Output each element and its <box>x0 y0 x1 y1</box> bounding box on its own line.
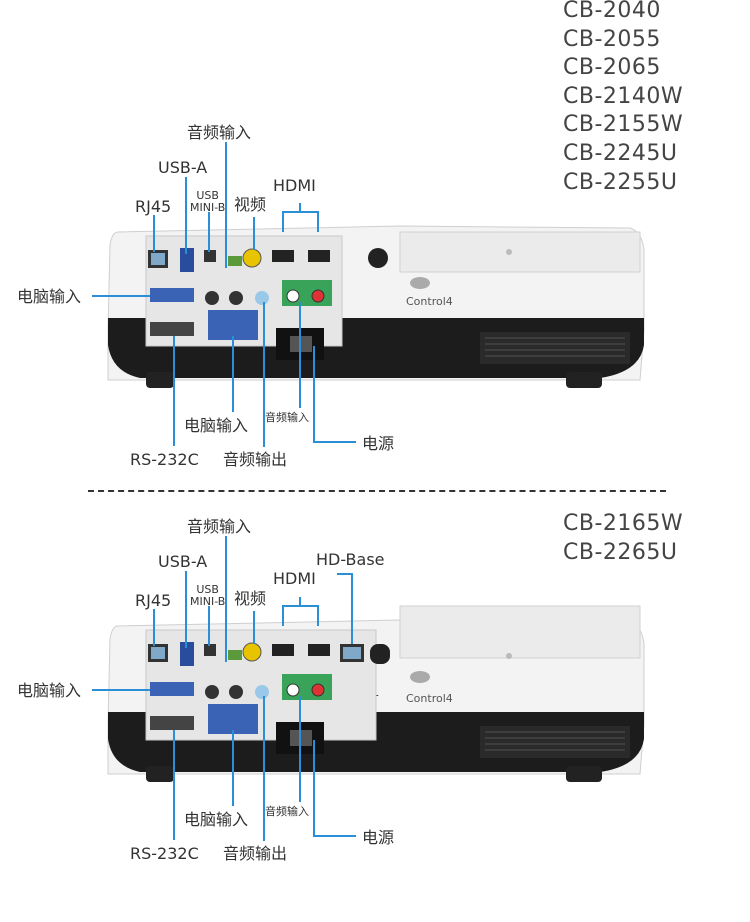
model-name: CB-2065 <box>563 55 661 81</box>
label-computer-input-left: 电脑输入 <box>17 287 82 306</box>
label-computer-input-bottom: 电脑输入 <box>184 416 249 435</box>
model-name: CB-2245U <box>563 140 678 166</box>
label-video: 视频 <box>234 195 267 214</box>
label-usb-mini-b-line2: MINI-B <box>190 595 226 608</box>
section-divider <box>88 490 666 492</box>
svg-text:Control4: Control4 <box>406 692 453 705</box>
label-rj45: RJ45 <box>135 591 172 610</box>
label-audio-input: 音频输入 <box>187 123 252 142</box>
label-usb-mini-b-line1: USB <box>196 583 219 596</box>
label-usb-a: USB-A <box>158 552 208 571</box>
model-name: CB-2155W <box>563 112 684 138</box>
model-list-top: CB-2040 CB-2055 CB-2065 CB-2140W CB-2155… <box>563 0 683 197</box>
model-name: CB-2255U <box>563 169 678 195</box>
label-usb-mini-b: USB MINI-B <box>190 190 225 214</box>
label-usb-mini-b-line2: MINI-B <box>190 201 226 214</box>
label-rs232c: RS-232C <box>130 844 199 863</box>
label-usb-mini-b-line1: USB <box>196 189 219 202</box>
projector-illustration-bottom: Control4 HDBT <box>92 536 645 841</box>
model-name: CB-2265U <box>563 539 678 565</box>
model-name: CB-2165W <box>563 511 684 536</box>
model-name: CB-2055 <box>563 26 661 52</box>
svg-text:Control4: Control4 <box>406 295 453 308</box>
label-audio-input: 音频输入 <box>187 517 252 536</box>
model-name: CB-2040 <box>563 0 661 23</box>
label-power: 电源 <box>362 434 395 453</box>
label-power: 电源 <box>362 828 395 847</box>
label-hd-base: HD-Base <box>316 550 385 569</box>
label-usb-mini-b: USB MINI-B <box>190 584 225 608</box>
label-hdmi: HDMI <box>273 569 316 588</box>
label-computer-input-bottom: 电脑输入 <box>184 810 249 829</box>
label-hdmi: HDMI <box>273 176 316 195</box>
model-name: CB-2140W <box>563 83 684 109</box>
label-usb-a: USB-A <box>158 158 208 177</box>
label-audio-output: 音频输出 <box>223 844 288 863</box>
label-audio-output: 音频输出 <box>223 450 288 469</box>
label-rs232c: RS-232C <box>130 450 199 469</box>
label-video: 视频 <box>234 589 267 608</box>
projector-illustration-top: Control4 <box>92 142 645 447</box>
model-list-bottom: CB-2165W CB-2265U <box>563 510 683 567</box>
label-rj45: RJ45 <box>135 197 172 216</box>
label-computer-input-left: 电脑输入 <box>17 681 82 700</box>
label-audio-input-small: 音频输入 <box>265 411 309 424</box>
label-audio-input-small: 音频输入 <box>265 805 309 818</box>
